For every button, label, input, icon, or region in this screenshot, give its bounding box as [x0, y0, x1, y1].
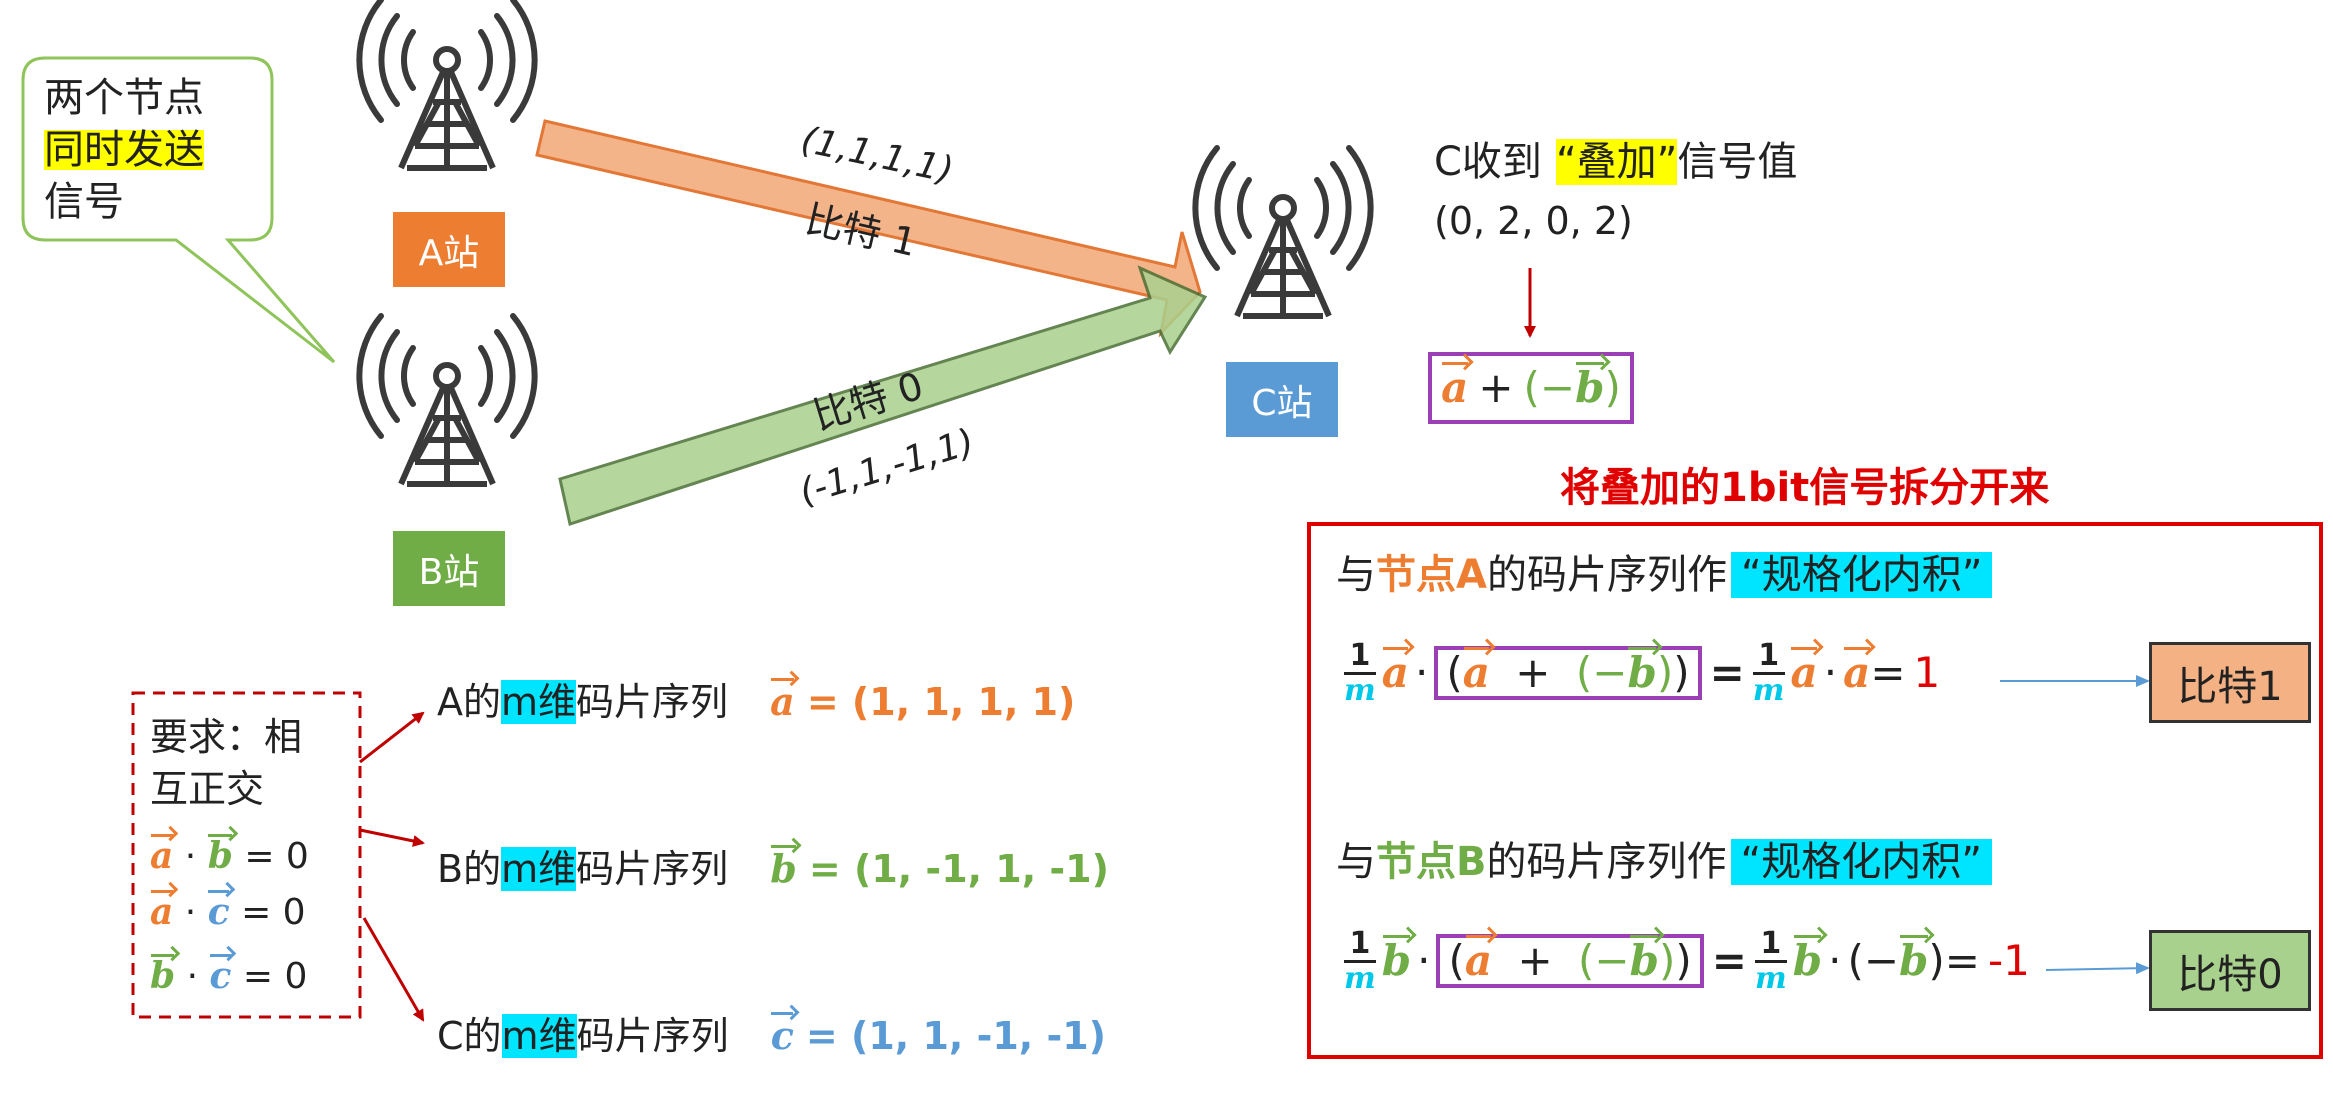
callout-line1: 两个节点: [44, 75, 204, 121]
inner-b-caption: 与节点B的码片序列作“规格化内积”: [1336, 839, 1992, 885]
orthogonal-bc: b · c = 0: [150, 953, 308, 997]
plus-sign: +: [1478, 363, 1514, 412]
requirement-box: [131, 691, 362, 1019]
antenna-tower-icon: [1195, 148, 1370, 316]
arrow-bit0-icon: [2045, 962, 2150, 975]
bit1-box: 比特1: [2149, 642, 2311, 723]
sum-box-a: (a + (−b)): [1434, 646, 1702, 700]
station-a-label: A站: [393, 212, 505, 287]
arrow-right-icon: [558, 265, 1208, 526]
antenna-tower-icon: [359, 316, 534, 484]
sum-expression: a + (−b): [1428, 352, 1634, 424]
split-title: 将叠加的1bit信号拆分开来: [1560, 465, 2050, 511]
arrow-b-icon: [359, 828, 425, 847]
receive-prefix: C收到: [1434, 139, 1542, 185]
requirement-line1: 要求：相: [150, 715, 303, 759]
inner-a-caption: 与节点A的码片序列作“规格化内积”: [1336, 552, 1993, 598]
vector-b: b: [1575, 361, 1605, 412]
callout-line2: 同时发送: [44, 127, 204, 173]
sequence-b: B的m维码片序列 b = (1, -1, 1, -1): [437, 845, 1109, 891]
bit0-box: 比特0: [2149, 930, 2311, 1011]
receive-highlight: “叠加”: [1555, 139, 1678, 185]
receive-value: (0, 2, 0, 2): [1434, 199, 1633, 243]
station-c-label: C站: [1226, 362, 1338, 437]
neg-open: (−: [1523, 363, 1576, 412]
requirement-line2: 互正交: [150, 767, 265, 811]
orthogonal-ac: a · c = 0: [150, 889, 306, 933]
receive-line: C收到 “叠加”信号值: [1434, 139, 1798, 185]
orthogonal-ab: a · b = 0: [150, 833, 309, 877]
sequence-a: A的m维码片序列 a = (1, 1, 1, 1): [437, 678, 1076, 724]
sum-box-b: (a + (−b)): [1436, 934, 1704, 988]
arrow-c-icon: [362, 917, 425, 1022]
split-box: [1307, 522, 2323, 1059]
receive-suffix: 信号值: [1677, 139, 1798, 185]
arrow-a-icon: [359, 711, 425, 764]
vector-a: a: [1441, 361, 1469, 412]
close-paren: ): [1604, 363, 1621, 412]
sequence-c: C的m维码片序列 c = (1, 1, -1, -1): [437, 1012, 1107, 1058]
station-b-label: B站: [393, 531, 505, 606]
antenna-tower-icon: [359, 0, 534, 168]
callout-line3: 信号: [44, 179, 124, 225]
